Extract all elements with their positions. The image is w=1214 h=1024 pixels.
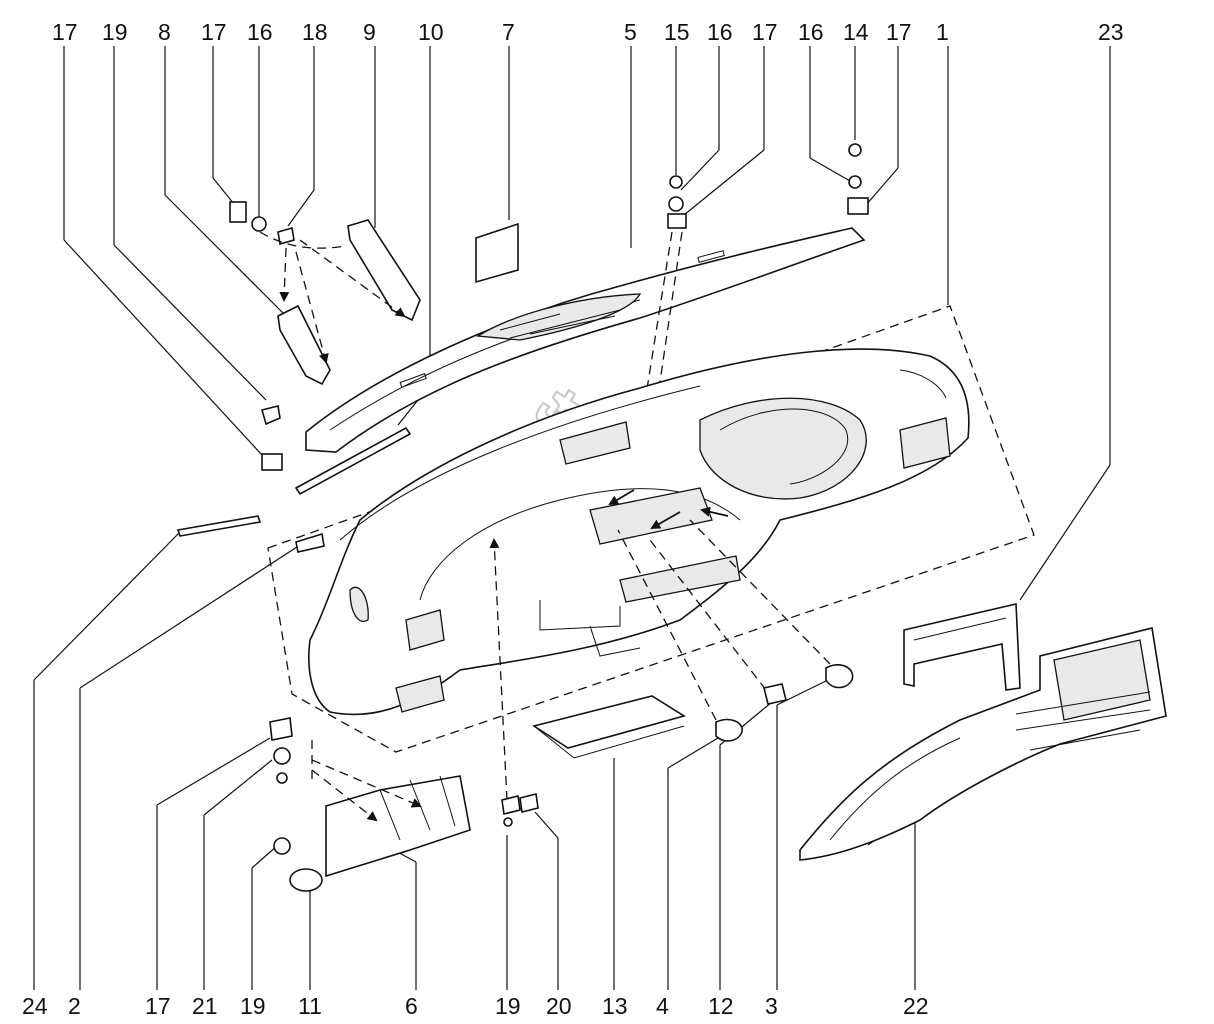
trim-rod [176, 515, 262, 537]
callout-label: 19 [495, 993, 521, 1019]
small-plate [295, 532, 325, 553]
bracket-right [347, 219, 421, 322]
dashed-arrows-top-left [259, 231, 406, 364]
cap-4 [715, 718, 743, 742]
callout-label: 15 [664, 19, 690, 45]
console-trim [799, 627, 1167, 861]
callout-label: 17 [145, 993, 171, 1019]
callout-label: 19 [240, 993, 266, 1019]
clip-center-bottom [501, 793, 539, 827]
callout-label: 6 [405, 993, 418, 1019]
dashed-arrow-4 [617, 529, 717, 721]
leader-lines-top [63, 46, 1111, 601]
fasteners-top-right [667, 143, 869, 229]
callout-label: 24 [22, 993, 48, 1019]
callout-label: 5 [624, 19, 637, 45]
callout-label: 21 [192, 993, 218, 1019]
trim-strip [294, 426, 412, 496]
dashed-arrows-lower-left [311, 740, 422, 822]
dashed-arrow-12 [649, 539, 767, 691]
top-cover-trim [305, 227, 866, 453]
callout-label: 10 [418, 19, 444, 45]
callout-label: 17 [886, 19, 912, 45]
callout-label: 22 [903, 993, 929, 1019]
fasteners-lower-left [269, 717, 323, 892]
bracket-left [277, 304, 331, 386]
callout-label: 18 [302, 19, 328, 45]
dashed-arrow-19 [489, 538, 508, 801]
lower-bracket [325, 775, 471, 878]
callout-label: 1 [936, 19, 949, 45]
callout-label: 12 [708, 993, 734, 1019]
storage-lid [532, 695, 686, 749]
callout-label: 19 [102, 19, 128, 45]
fasteners-top-left [229, 201, 295, 471]
callout-label: 14 [843, 19, 869, 45]
dashed-arrow-3 [689, 519, 831, 665]
callout-label: 17 [201, 19, 227, 45]
callout-label: 13 [602, 993, 628, 1019]
callout-label: 4 [656, 993, 669, 1019]
callout-label: 9 [363, 19, 376, 45]
solid-arrows-panel [608, 489, 729, 529]
callout-label: 3 [765, 993, 778, 1019]
callout-label: 2 [68, 993, 81, 1019]
callout-label: 23 [1098, 19, 1124, 45]
storage-lid-edge [533, 725, 685, 759]
callout-label: 16 [798, 19, 824, 45]
clip-12 [763, 683, 787, 705]
callout-label: 20 [546, 993, 572, 1019]
callout-label: 7 [502, 19, 515, 45]
callout-label: 16 [247, 19, 273, 45]
callout-label: 11 [298, 993, 322, 1019]
callout-label: 16 [707, 19, 733, 45]
cap-3 [825, 664, 854, 689]
callout-label: 17 [52, 19, 78, 45]
callout-label: 8 [158, 19, 171, 45]
label-pad [475, 222, 519, 284]
callout-label: 17 [752, 19, 778, 45]
assembly-outline [267, 305, 1035, 753]
support-frame [903, 603, 1021, 691]
